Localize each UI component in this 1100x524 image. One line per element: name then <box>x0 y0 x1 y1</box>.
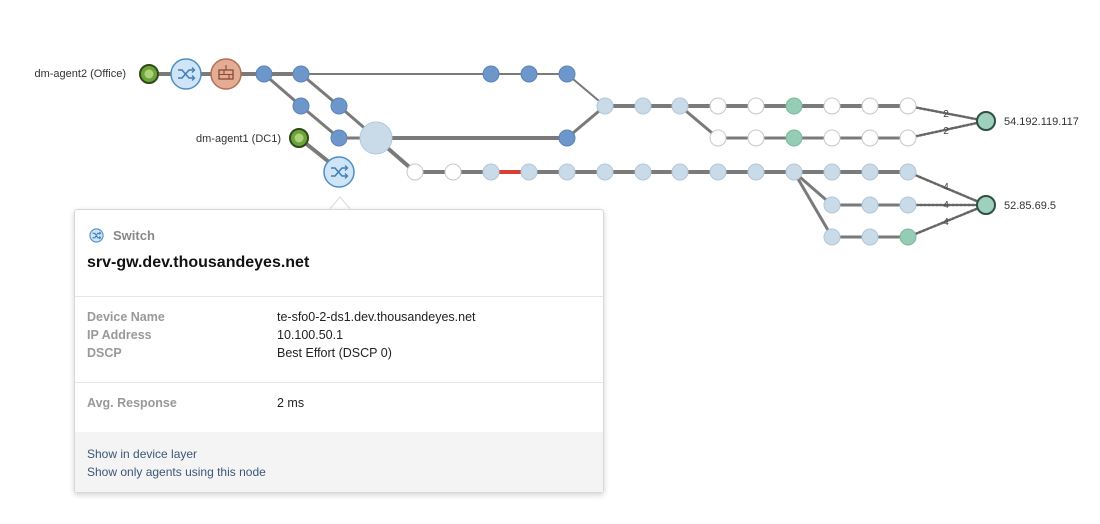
hop-node[interactable] <box>634 163 652 181</box>
hop-node[interactable] <box>482 163 500 181</box>
hop-node[interactable] <box>359 121 393 155</box>
hop-node[interactable] <box>823 163 841 181</box>
hop-node[interactable] <box>823 196 841 214</box>
hop-node[interactable] <box>747 129 765 147</box>
path-count-label: 4 <box>943 217 949 228</box>
destination-label-1: 54.192.119.117 <box>1004 116 1079 128</box>
agent-node[interactable] <box>289 128 309 148</box>
hop-node[interactable] <box>861 163 879 181</box>
path-count-label: 2 <box>943 126 949 137</box>
hop-node[interactable] <box>406 163 424 181</box>
hop-node[interactable] <box>596 163 614 181</box>
show-only-agents-link[interactable]: Show only agents using this node <box>87 465 266 479</box>
hop-node[interactable] <box>520 65 538 83</box>
hop-node[interactable] <box>899 97 917 115</box>
path-link <box>792 170 834 239</box>
destination-node[interactable] <box>976 195 996 215</box>
path-link <box>906 119 988 140</box>
node-details-tooltip: Switch srv-gw.dev.thousandeyes.net Devic… <box>74 209 604 493</box>
hop-node[interactable] <box>292 65 310 83</box>
hop-node[interactable] <box>709 129 727 147</box>
hop-node[interactable] <box>785 97 803 115</box>
hop-node[interactable] <box>823 129 841 147</box>
hop-node[interactable] <box>558 163 576 181</box>
switch-icon <box>89 228 104 243</box>
node-hostname: srv-gw.dev.thousandeyes.net <box>87 254 310 271</box>
hop-node[interactable] <box>747 163 765 181</box>
path-count-label: 4 <box>943 200 949 211</box>
field-value: 10.100.50.1 <box>277 328 344 342</box>
hop-node[interactable] <box>671 163 689 181</box>
hop-node[interactable] <box>558 129 576 147</box>
hop-node[interactable] <box>899 129 917 147</box>
field-value: te-sfo0-2-ds1.dev.thousandeyes.net <box>277 310 476 324</box>
path-link <box>906 104 988 123</box>
hop-node[interactable] <box>899 196 917 214</box>
hop-node[interactable] <box>330 97 348 115</box>
hop-node[interactable] <box>861 97 879 115</box>
hop-node[interactable] <box>823 228 841 246</box>
hop-node[interactable] <box>899 163 917 181</box>
tooltip-pointer <box>329 196 351 210</box>
hop-node[interactable] <box>785 129 803 147</box>
metric-label: Avg. Response <box>87 396 177 410</box>
switch-icon[interactable] <box>323 156 355 188</box>
tooltip-header: Switch <box>89 228 155 243</box>
agent-node[interactable] <box>139 64 159 84</box>
hop-node[interactable] <box>596 97 614 115</box>
node-type-label: Switch <box>113 228 155 243</box>
firewall-icon[interactable] <box>210 58 242 90</box>
path-count-label: 2 <box>943 109 949 120</box>
hop-node[interactable] <box>785 163 803 181</box>
hop-node[interactable] <box>861 129 879 147</box>
hop-node[interactable] <box>634 97 652 115</box>
hop-node[interactable] <box>444 163 462 181</box>
show-in-device-layer-link[interactable]: Show in device layer <box>87 447 198 461</box>
hop-node[interactable] <box>520 163 538 181</box>
destination-node[interactable] <box>976 111 996 131</box>
hop-node[interactable] <box>747 97 765 115</box>
field-label: IP Address <box>87 328 152 342</box>
path-count-label: 4 <box>943 182 949 193</box>
agent-label-dc1: dm-agent1 (DC1) <box>196 133 281 145</box>
hop-node[interactable] <box>709 97 727 115</box>
field-label: Device Name <box>87 310 165 324</box>
agent-label-office: dm-agent2 (Office) <box>34 68 126 80</box>
hop-node[interactable] <box>558 65 576 83</box>
hop-node[interactable] <box>899 228 917 246</box>
destination-label-2: 52.85.69.5 <box>1004 200 1056 212</box>
divider <box>75 296 603 297</box>
hop-node[interactable] <box>292 97 310 115</box>
hop-node[interactable] <box>330 129 348 147</box>
path-link <box>906 170 988 207</box>
field-value: Best Effort (DSCP 0) <box>277 346 392 360</box>
hop-node[interactable] <box>861 196 879 214</box>
path-link <box>906 203 988 239</box>
metric-value: 2 ms <box>277 396 305 410</box>
hop-node[interactable] <box>671 97 689 115</box>
switch-icon[interactable] <box>170 58 202 90</box>
hop-node[interactable] <box>861 228 879 246</box>
divider <box>75 382 603 383</box>
hop-node[interactable] <box>255 65 273 83</box>
hop-node[interactable] <box>482 65 500 83</box>
hop-node[interactable] <box>709 163 727 181</box>
field-label: DSCP <box>87 346 122 360</box>
tooltip-actions: Show in device layer Show only agents us… <box>75 432 603 492</box>
hop-node[interactable] <box>823 97 841 115</box>
